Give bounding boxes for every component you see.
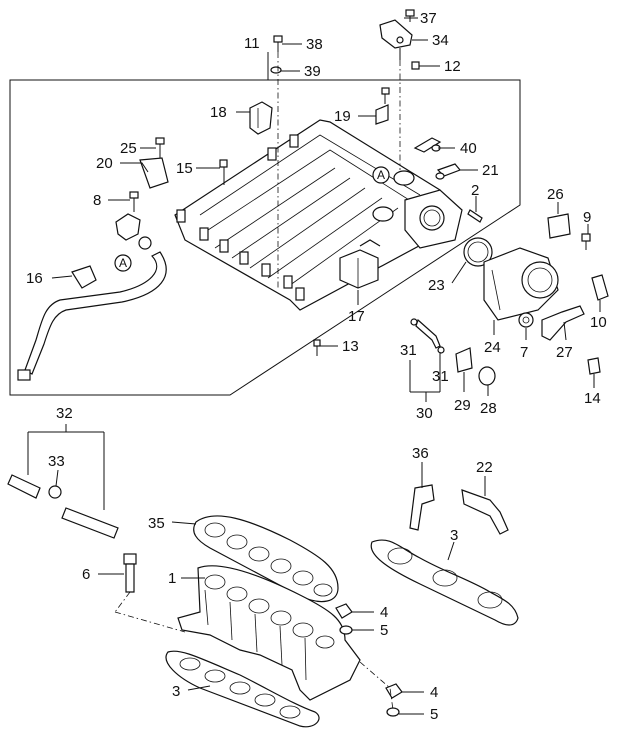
bolt-15: [219, 159, 228, 185]
nut-4-upper: [335, 603, 353, 619]
callout-18: 18: [210, 104, 227, 121]
upper-assembly-boundary: [9, 79, 521, 396]
callout-3-lower: 3: [172, 683, 180, 700]
callout-33: 33: [48, 453, 65, 470]
callout-9: 9: [583, 209, 591, 226]
assembly-line-lower-right: [359, 661, 394, 711]
breather-hose-16: [17, 251, 167, 381]
sensor-28: [478, 366, 496, 386]
callout-20: 20: [96, 155, 113, 172]
callout-26: 26: [547, 186, 564, 203]
callout-35: 35: [148, 515, 165, 532]
callout-38: 38: [306, 36, 323, 53]
bracket-36: [409, 484, 435, 531]
gasket-35: [193, 515, 339, 603]
marker-a-label: A: [119, 256, 127, 270]
callout-7: 7: [520, 344, 528, 361]
bolt-38: [273, 35, 283, 52]
callout-3-right: 3: [450, 527, 458, 544]
bolt-25: [155, 137, 165, 158]
pcv-valve: [115, 213, 152, 250]
fitting-21: [435, 163, 462, 180]
callout-16: 16: [26, 270, 43, 287]
gasket-3-right: [370, 539, 519, 626]
callout-labels: 37 34 12 11 38 39 18 19 40 21 2 15 25 20…: [26, 10, 607, 723]
callout-31-left: 31: [400, 342, 417, 359]
callout-27: 27: [556, 344, 573, 361]
bracket-20: [139, 157, 169, 189]
bolt-8: [129, 191, 139, 212]
bolt-10: [591, 274, 609, 301]
bolt-6: [123, 553, 137, 593]
callout-14: 14: [584, 390, 601, 407]
callout-31-right: 31: [432, 368, 449, 385]
callout-6: 6: [82, 566, 90, 583]
stud-2: [467, 209, 483, 223]
callout-32: 32: [56, 405, 73, 422]
assembly-line-lower-left: [114, 611, 186, 633]
fitting-40: [413, 137, 442, 153]
callout-10: 10: [590, 314, 607, 331]
bolt-19: [375, 87, 390, 125]
sensor-34: [379, 19, 413, 60]
stud-14: [587, 357, 601, 375]
callout-5-upper: 5: [380, 622, 388, 639]
callout-11: 11: [244, 35, 260, 52]
callout-40: 40: [460, 140, 477, 157]
gasket-23: [463, 237, 493, 267]
washer-5-upper: [339, 625, 353, 635]
callout-23: 23: [428, 277, 445, 294]
washer-39: [270, 66, 282, 74]
callout-22: 22: [476, 459, 493, 476]
bracket-26: [547, 213, 571, 239]
callout-24: 24: [484, 339, 501, 356]
marker-a-label: A: [377, 168, 385, 182]
callout-2: 2: [471, 182, 479, 199]
bolt-13: [313, 339, 321, 356]
bracket-18: [249, 101, 273, 135]
callout-4-upper: 4: [380, 604, 388, 621]
throttle-body-24: [483, 247, 559, 321]
callout-15: 15: [176, 160, 193, 177]
callout-25: 25: [120, 140, 137, 157]
bracket-27: [541, 305, 585, 341]
sensor-29: [455, 347, 473, 373]
vacuum-hose-30: [410, 318, 445, 354]
callout-4-lower: 4: [430, 684, 438, 701]
callout-28: 28: [480, 400, 497, 417]
connection-marker-a-hose: [114, 254, 132, 272]
solenoid-valve-17: [339, 239, 381, 289]
callout-19: 19: [334, 108, 351, 125]
callout-30: 30: [416, 405, 433, 422]
bolt-37: [405, 9, 415, 22]
assembly-line-6: [114, 591, 131, 613]
callout-29: 29: [454, 397, 471, 414]
nut-7: [518, 312, 534, 328]
callout-1: 1: [168, 570, 176, 587]
callout-21: 21: [482, 162, 499, 179]
bolt-9: [581, 233, 591, 250]
gasket-3-lower: [165, 650, 320, 728]
callout-37: 37: [420, 10, 437, 27]
bracket-22: [461, 489, 509, 535]
callout-36: 36: [412, 445, 429, 462]
callout-13: 13: [342, 338, 359, 355]
washer-5-lower: [386, 707, 400, 717]
callout-34: 34: [432, 32, 449, 49]
callout-12: 12: [444, 58, 461, 75]
leader-lines: [27, 17, 601, 715]
hose-assembly-32: [7, 474, 119, 539]
callout-8: 8: [93, 192, 101, 209]
callout-17: 17: [348, 308, 365, 325]
callout-39: 39: [304, 63, 321, 80]
callout-5-lower: 5: [430, 706, 438, 723]
connection-marker-a-manifold: [372, 166, 390, 184]
lower-intake-manifold-1: [177, 565, 361, 701]
